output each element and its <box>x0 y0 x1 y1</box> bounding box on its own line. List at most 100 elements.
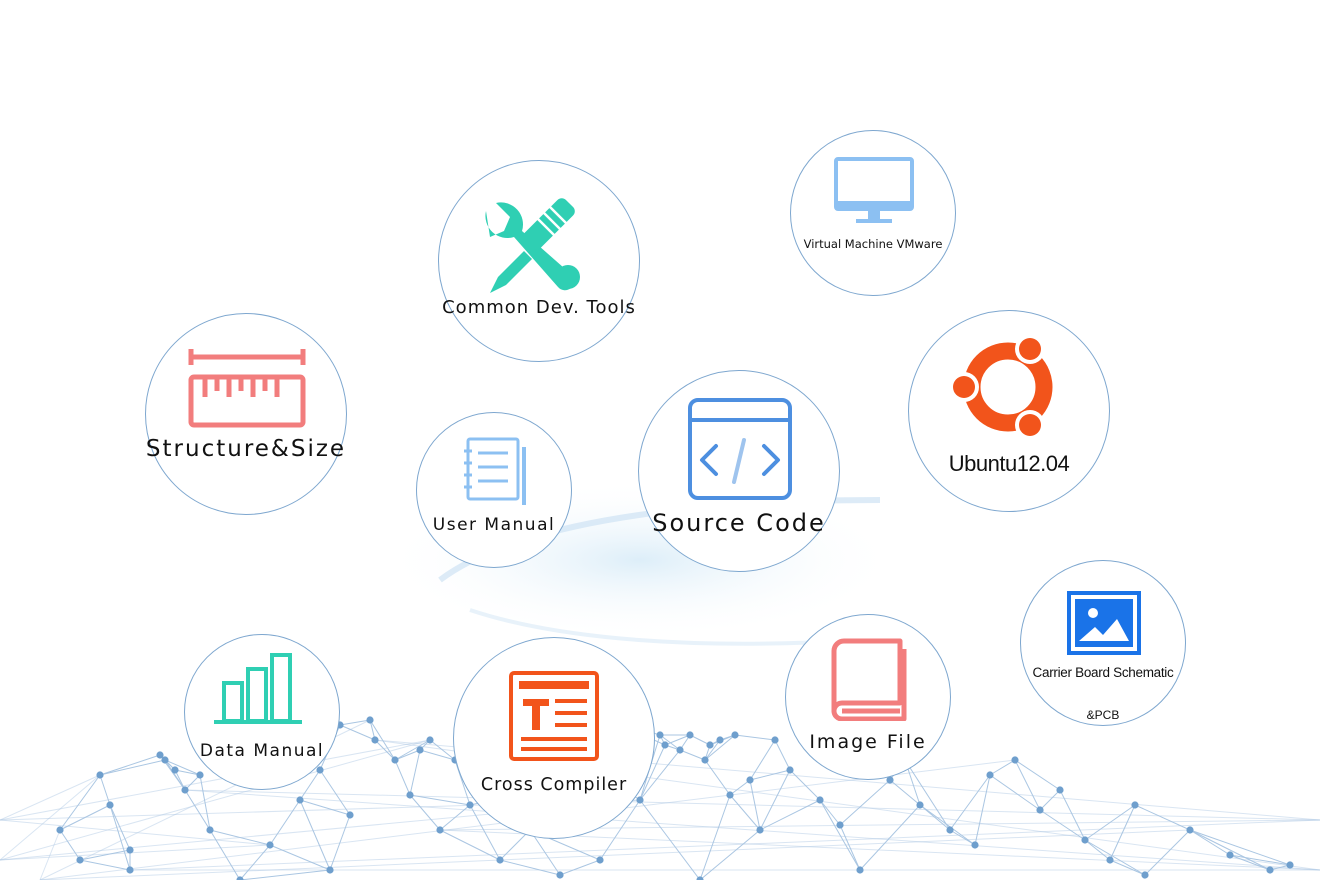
network-link <box>819 799 841 826</box>
network-link <box>1134 804 1191 831</box>
network-node <box>596 856 604 864</box>
network-link <box>199 774 211 831</box>
network-link <box>439 804 471 831</box>
network-link <box>174 769 186 791</box>
network-node <box>916 801 924 809</box>
network-link <box>239 844 271 880</box>
carrier-board-card[interactable]: Carrier Board Schematic &PCB <box>1020 560 1186 726</box>
network-link <box>1189 829 1291 866</box>
network-node <box>946 826 954 834</box>
network-link <box>59 804 111 831</box>
network-link <box>184 789 1320 821</box>
ubuntu-card[interactable]: Ubuntu12.04 <box>908 310 1110 512</box>
network-link <box>409 794 441 831</box>
network-link <box>319 769 351 816</box>
network-link <box>0 774 101 821</box>
network-node <box>236 876 244 880</box>
network-link <box>704 739 721 761</box>
network-link <box>409 794 471 806</box>
network-link <box>439 829 501 861</box>
network-link <box>499 859 561 876</box>
network-link <box>409 749 421 796</box>
network-node <box>106 801 114 809</box>
data-manual-label: Data Manual <box>199 741 325 761</box>
network-link <box>789 769 821 801</box>
network-link <box>749 739 776 781</box>
network-node <box>731 731 739 739</box>
network-link <box>759 799 821 831</box>
network-link <box>129 819 1320 871</box>
network-node <box>266 841 274 849</box>
network-link <box>1039 809 1086 841</box>
network-link <box>1229 854 1271 871</box>
network-link <box>0 774 101 861</box>
network-link <box>394 739 431 761</box>
network-node <box>636 796 644 804</box>
network-node <box>1266 866 1274 874</box>
network-link <box>369 719 396 761</box>
network-link <box>339 724 376 741</box>
network-node <box>701 756 709 764</box>
network-link <box>1144 829 1191 876</box>
image-file-card[interactable]: Image File <box>785 614 951 780</box>
ruler-icon <box>188 349 306 428</box>
network-link <box>704 734 736 761</box>
network-link <box>659 734 681 751</box>
network-link <box>1189 829 1271 871</box>
network-node <box>836 821 844 829</box>
network-link <box>729 779 751 796</box>
tools-icon <box>485 198 580 293</box>
network-node <box>706 741 714 749</box>
monitor-icon <box>834 157 914 223</box>
network-node <box>1036 806 1044 814</box>
network-link <box>749 769 791 781</box>
network-node <box>391 756 399 764</box>
network-link <box>0 819 271 846</box>
network-link <box>749 779 761 831</box>
network-link <box>529 829 561 876</box>
data-manual-card[interactable]: Data Manual <box>184 634 340 790</box>
cross-compiler-label: Cross Compiler <box>480 775 628 795</box>
virtual-machine-card[interactable]: Virtual Machine VMware <box>790 130 956 296</box>
user-manual-card[interactable]: User Manual <box>416 412 572 568</box>
network-link <box>339 719 371 726</box>
network-link <box>679 749 706 761</box>
network-node <box>316 766 324 774</box>
network-link <box>419 749 456 761</box>
network-node <box>1226 851 1234 859</box>
network-link <box>1014 759 1061 791</box>
network-link <box>974 774 991 846</box>
common-dev-tools-card[interactable]: Common Dev. Tools <box>438 160 640 362</box>
network-node <box>406 791 414 799</box>
network-node <box>886 776 894 784</box>
network-node <box>181 786 189 794</box>
network-link <box>599 799 641 861</box>
network-link <box>639 749 681 801</box>
network-link <box>889 779 921 806</box>
network-node <box>1056 786 1064 794</box>
cross-compiler-card[interactable]: Cross Compiler <box>453 637 655 839</box>
network-node <box>756 826 764 834</box>
network-node <box>771 736 779 744</box>
network-link <box>39 829 61 880</box>
structure-size-card[interactable]: Structure&Size <box>145 313 347 515</box>
source-code-card[interactable]: Source Code <box>638 370 840 572</box>
network-link <box>1109 804 1136 861</box>
source-code-label: Source Code <box>652 509 826 537</box>
network-link <box>699 829 761 880</box>
network-link <box>109 804 131 851</box>
network-link <box>39 829 1191 880</box>
network-link <box>699 794 731 880</box>
network-link <box>859 804 921 871</box>
network-node <box>1131 801 1139 809</box>
network-link <box>184 789 211 831</box>
network-link <box>1039 789 1061 811</box>
network-link <box>1084 839 1146 876</box>
ubuntu-label: Ubuntu12.04 <box>948 451 1070 476</box>
code-icon <box>688 398 792 500</box>
network-link <box>99 774 111 806</box>
network-link <box>759 769 791 831</box>
network-node <box>161 756 169 764</box>
network-node <box>1081 836 1089 844</box>
